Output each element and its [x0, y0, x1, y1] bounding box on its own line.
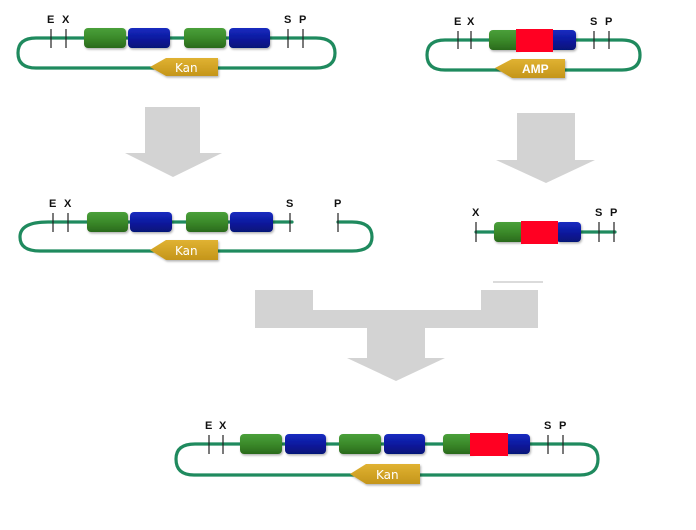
site-s-label: S: [286, 198, 293, 210]
promoter-block: [186, 212, 228, 232]
site-s-label: S: [544, 420, 551, 432]
site-x-label: X: [219, 420, 227, 432]
coding-block: [384, 434, 425, 454]
amp-resistance-arrow: AMP: [495, 59, 565, 78]
kan-resistance-arrow: Kan: [150, 240, 218, 260]
product-plasmid-kan: E X S P Kan: [174, 420, 600, 484]
site-s-label: S: [284, 14, 291, 26]
resistance-label: Kan: [175, 61, 198, 75]
coding-block: [229, 28, 270, 48]
resistance-label: Kan: [376, 468, 399, 482]
site-p-label: P: [334, 198, 341, 210]
coding-block: [503, 434, 530, 454]
vector-plasmid-kan: E X S P Kan: [16, 14, 337, 76]
resistance-label: AMP: [522, 62, 549, 76]
coding-block: [230, 212, 273, 232]
coding-block: [285, 434, 326, 454]
backbone: [425, 38, 642, 72]
site-e-label: E: [49, 198, 56, 210]
insert-red-block: [470, 433, 508, 456]
site-p-label: P: [299, 14, 306, 26]
site-x-label: X: [472, 207, 480, 219]
promoter-block: [494, 222, 524, 242]
resistance-label: Kan: [175, 244, 198, 258]
insert-red-block: [516, 29, 553, 52]
coding-block: [130, 212, 172, 232]
promoter-block: [489, 30, 521, 50]
promoter-block: [184, 28, 226, 48]
site-s-label: S: [590, 16, 597, 28]
site-p-label: P: [559, 420, 566, 432]
flow-arrow-down: [496, 113, 595, 183]
site-e-label: E: [454, 16, 461, 28]
promoter-block: [443, 434, 475, 454]
coding-block: [128, 28, 170, 48]
insert-fragment: X S P: [472, 207, 617, 244]
cut-vector-plasmid-kan: E X S P Kan: [18, 198, 374, 260]
site-x-label: X: [467, 16, 475, 28]
flow-arrow-down: [125, 107, 222, 177]
promoter-block: [240, 434, 282, 454]
promoter-block: [87, 212, 128, 232]
coding-block: [548, 30, 576, 50]
kan-resistance-arrow: Kan: [150, 58, 218, 76]
site-p-label: P: [610, 207, 617, 219]
kan-resistance-arrow: Kan: [350, 464, 420, 484]
merge-arrow: [255, 290, 538, 381]
insert-plasmid-amp: E X S P AMP: [425, 16, 642, 78]
site-p-label: P: [605, 16, 612, 28]
promoter-block: [84, 28, 126, 48]
site-x-label: X: [64, 198, 72, 210]
site-s-label: S: [595, 207, 602, 219]
site-x-label: X: [62, 14, 70, 26]
coding-block: [556, 222, 581, 242]
site-e-label: E: [47, 14, 54, 26]
promoter-block: [339, 434, 381, 454]
site-e-label: E: [205, 420, 212, 432]
backbone: [174, 442, 600, 477]
insert-red-block: [521, 221, 558, 244]
